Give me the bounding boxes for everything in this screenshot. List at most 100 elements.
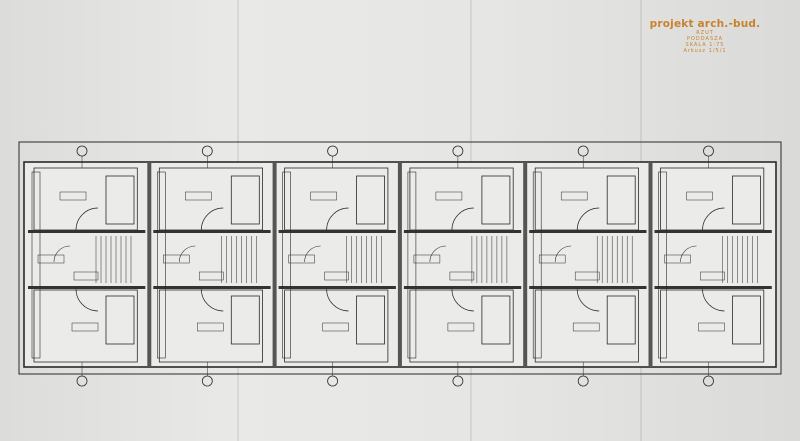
wardrobe	[481, 175, 511, 225]
stamp-line: RZUT	[696, 30, 714, 36]
wardrobe	[105, 175, 135, 225]
room-label-box	[73, 271, 99, 281]
room-label-box	[664, 254, 691, 264]
door-swing	[53, 245, 71, 263]
room-label-box	[71, 322, 99, 332]
room-label-box	[324, 271, 349, 281]
wall-column	[157, 171, 166, 359]
door-swing	[326, 288, 349, 312]
room-label-box	[37, 254, 65, 264]
door-swing	[451, 288, 474, 312]
axis-marker-top	[577, 145, 589, 157]
party-wall	[523, 162, 528, 367]
corridor-wall	[278, 286, 396, 289]
room-label-box	[560, 191, 588, 201]
room-label-box	[310, 191, 337, 201]
axis-marker-bottom	[201, 375, 213, 387]
stamp-line: Arkusz 1/5/1	[683, 48, 727, 54]
unit-B	[147, 145, 271, 387]
room-label-box	[413, 254, 441, 264]
room-label-box	[435, 191, 463, 201]
corridor-wall	[529, 230, 647, 233]
axis-marker-bottom	[577, 375, 589, 387]
corridor-wall	[403, 286, 522, 289]
room-label-box	[572, 322, 600, 332]
door-swing	[75, 288, 99, 312]
room-label-box	[322, 322, 349, 332]
room-label-box	[59, 191, 87, 201]
wardrobe	[230, 175, 260, 225]
title-stamp: projekt arch.-bud. RZUT PODDASZA SKALA 1…	[640, 18, 770, 54]
door-swing	[75, 207, 99, 231]
wall-column	[532, 171, 542, 359]
room-bedroom-bottom	[660, 289, 765, 363]
outer-dimension-frame	[18, 141, 782, 375]
wardrobe	[481, 295, 511, 345]
unit-E	[523, 145, 647, 387]
room-label-box	[447, 322, 475, 332]
room-label-box	[700, 271, 725, 281]
wall-column	[282, 171, 291, 359]
room-label-box	[163, 254, 190, 264]
door-swing	[702, 288, 725, 312]
door-swing	[451, 207, 474, 231]
axis-marker-bottom	[76, 375, 88, 387]
room-label-box	[288, 254, 315, 264]
room-label-box	[574, 271, 600, 281]
axis-marker-top	[201, 145, 213, 157]
corridor-wall	[28, 230, 146, 233]
wall-column	[31, 171, 41, 359]
door-swing	[179, 245, 196, 263]
unit-C	[272, 145, 396, 387]
wardrobe	[230, 295, 260, 345]
axis-marker-bottom	[327, 375, 339, 387]
party-wall	[648, 162, 653, 367]
axis-marker-top	[452, 145, 464, 157]
axis-marker-bottom	[703, 375, 714, 387]
wall-column	[658, 171, 667, 359]
door-swing	[200, 288, 224, 312]
corridor-wall	[654, 230, 772, 233]
unit-A	[28, 145, 146, 387]
axis-marker-bottom	[452, 375, 464, 387]
wardrobe	[732, 175, 761, 225]
room-bedroom-bottom	[409, 289, 514, 363]
corridor-wall	[153, 230, 271, 233]
corridor-wall	[654, 286, 772, 289]
axis-marker-top	[76, 145, 88, 157]
wardrobe	[606, 175, 636, 225]
room-label-box	[449, 271, 475, 281]
wardrobe	[105, 295, 135, 345]
door-swing	[326, 207, 349, 231]
room-label-box	[686, 191, 713, 201]
room-label-box	[698, 322, 725, 332]
room-label-box	[199, 271, 224, 281]
door-swing	[200, 207, 224, 231]
corridor-wall	[529, 286, 647, 289]
party-wall	[397, 162, 402, 367]
door-swing	[554, 245, 572, 263]
door-swing	[680, 245, 697, 263]
axis-marker-top	[703, 145, 714, 157]
wall-column	[407, 171, 417, 359]
room-bedroom-bottom	[534, 289, 639, 363]
room-bedroom-bottom	[33, 289, 138, 363]
party-wall	[147, 162, 152, 367]
stamp-line: SKALA 1:75	[685, 42, 725, 48]
corridor-wall	[278, 230, 396, 233]
stamp-line: PODDASZA	[686, 36, 723, 42]
room-label-box	[185, 191, 212, 201]
room-label-box	[538, 254, 566, 264]
corridor-wall	[28, 286, 146, 289]
door-swing	[304, 245, 321, 263]
wardrobe	[606, 295, 636, 345]
corridor-wall	[403, 230, 522, 233]
corridor-wall	[153, 286, 271, 289]
door-swing	[576, 207, 600, 231]
room-label-box	[197, 322, 224, 332]
door-swing	[429, 245, 446, 263]
wardrobe	[356, 175, 386, 225]
room-bedroom-bottom	[284, 289, 389, 363]
wardrobe	[732, 295, 761, 345]
